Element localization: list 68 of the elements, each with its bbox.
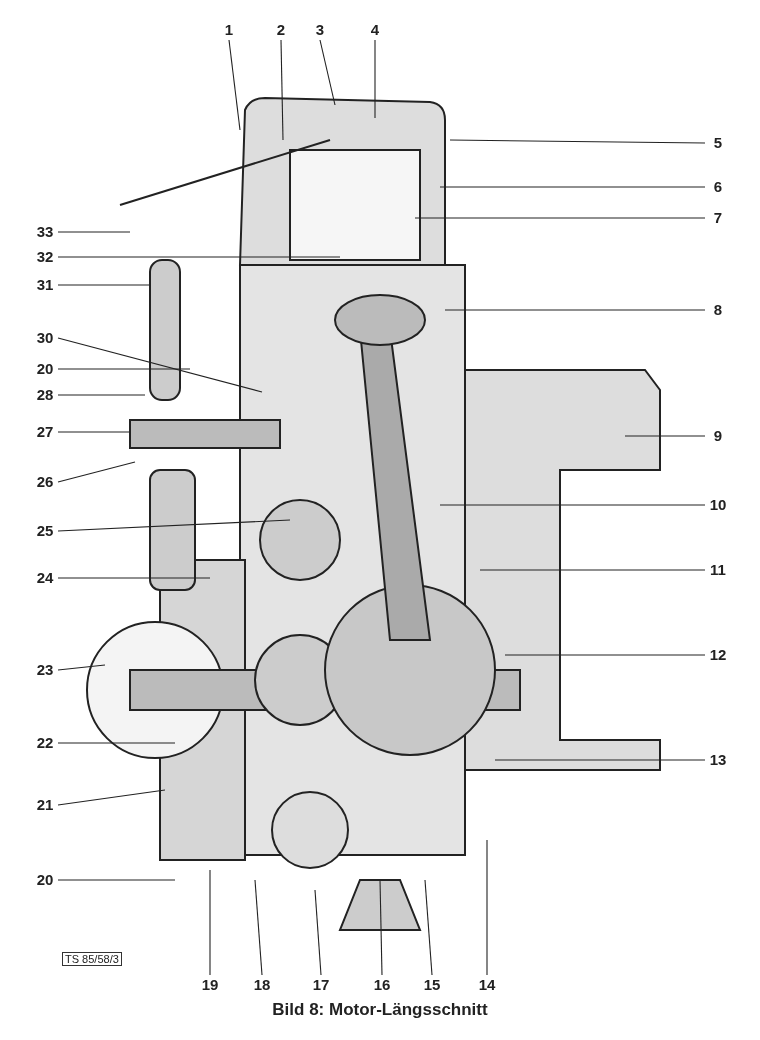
callout-number: 2: [268, 20, 294, 40]
leader-line: [57, 879, 176, 881]
callout-number: 20: [32, 359, 58, 379]
callout-number: 22: [32, 733, 58, 753]
callout-number: 6: [705, 177, 731, 197]
leader-line: [424, 879, 433, 976]
callout-number: 24: [32, 568, 58, 588]
callout-number: 17: [308, 975, 334, 995]
callout-number: 14: [474, 975, 500, 995]
callout-number: 32: [32, 247, 58, 267]
leader-line: [57, 461, 136, 483]
leader-line: [379, 879, 383, 976]
callout-number: 18: [249, 975, 275, 995]
leader-line: [57, 256, 341, 258]
callout-number: 7: [705, 208, 731, 228]
callout-number: 3: [307, 20, 333, 40]
leader-line: [449, 139, 706, 144]
leader-line: [414, 217, 706, 219]
leader-line: [280, 39, 284, 141]
figure-caption: Bild 8: Motor-Längsschnitt: [271, 1000, 489, 1020]
callout-number: 26: [32, 472, 58, 492]
leader-line: [57, 577, 211, 579]
leader-line: [374, 39, 376, 119]
leader-line: [57, 284, 151, 286]
callout-number: 16: [369, 975, 395, 995]
leader-line: [504, 654, 706, 656]
leader-line: [57, 231, 131, 233]
leader-line: [479, 569, 706, 571]
callout-number: 33: [32, 222, 58, 242]
leader-line: [486, 839, 488, 976]
leader-line: [494, 759, 706, 761]
callout-number: 13: [705, 750, 731, 770]
callout-number: 4: [362, 20, 388, 40]
callout-number: 23: [32, 660, 58, 680]
callout-number: 28: [32, 385, 58, 405]
leader-line: [57, 742, 176, 744]
leader-line: [228, 39, 241, 131]
leader-line: [57, 368, 191, 370]
callout-number: 9: [705, 426, 731, 446]
leader-line: [57, 394, 146, 396]
leader-line: [319, 39, 336, 106]
callout-number: 31: [32, 275, 58, 295]
callout-number: 30: [32, 328, 58, 348]
callout-number: 21: [32, 795, 58, 815]
callout-number: 15: [419, 975, 445, 995]
leader-line: [57, 664, 106, 671]
figure-code: TS 85/58/3: [62, 952, 122, 966]
callout-number: 12: [705, 645, 731, 665]
callout-number: 5: [705, 133, 731, 153]
leader-line: [439, 504, 706, 506]
leader-line: [57, 789, 166, 806]
callout-number: 19: [197, 975, 223, 995]
callout-number: 11: [705, 560, 731, 580]
leader-line: [209, 869, 211, 976]
leader-line: [57, 431, 131, 433]
leader-line: [254, 879, 263, 976]
leader-line: [57, 519, 291, 532]
leader-line: [314, 889, 322, 976]
callout-number: 10: [705, 495, 731, 515]
leader-line: [439, 186, 706, 188]
callout-number: 20: [32, 870, 58, 890]
callout-number: 8: [705, 300, 731, 320]
callout-number: 27: [32, 422, 58, 442]
callout-number: 25: [32, 521, 58, 541]
leader-line: [57, 337, 263, 393]
leader-line: [624, 435, 706, 437]
callout-number: 1: [216, 20, 242, 40]
leader-line: [444, 309, 706, 311]
